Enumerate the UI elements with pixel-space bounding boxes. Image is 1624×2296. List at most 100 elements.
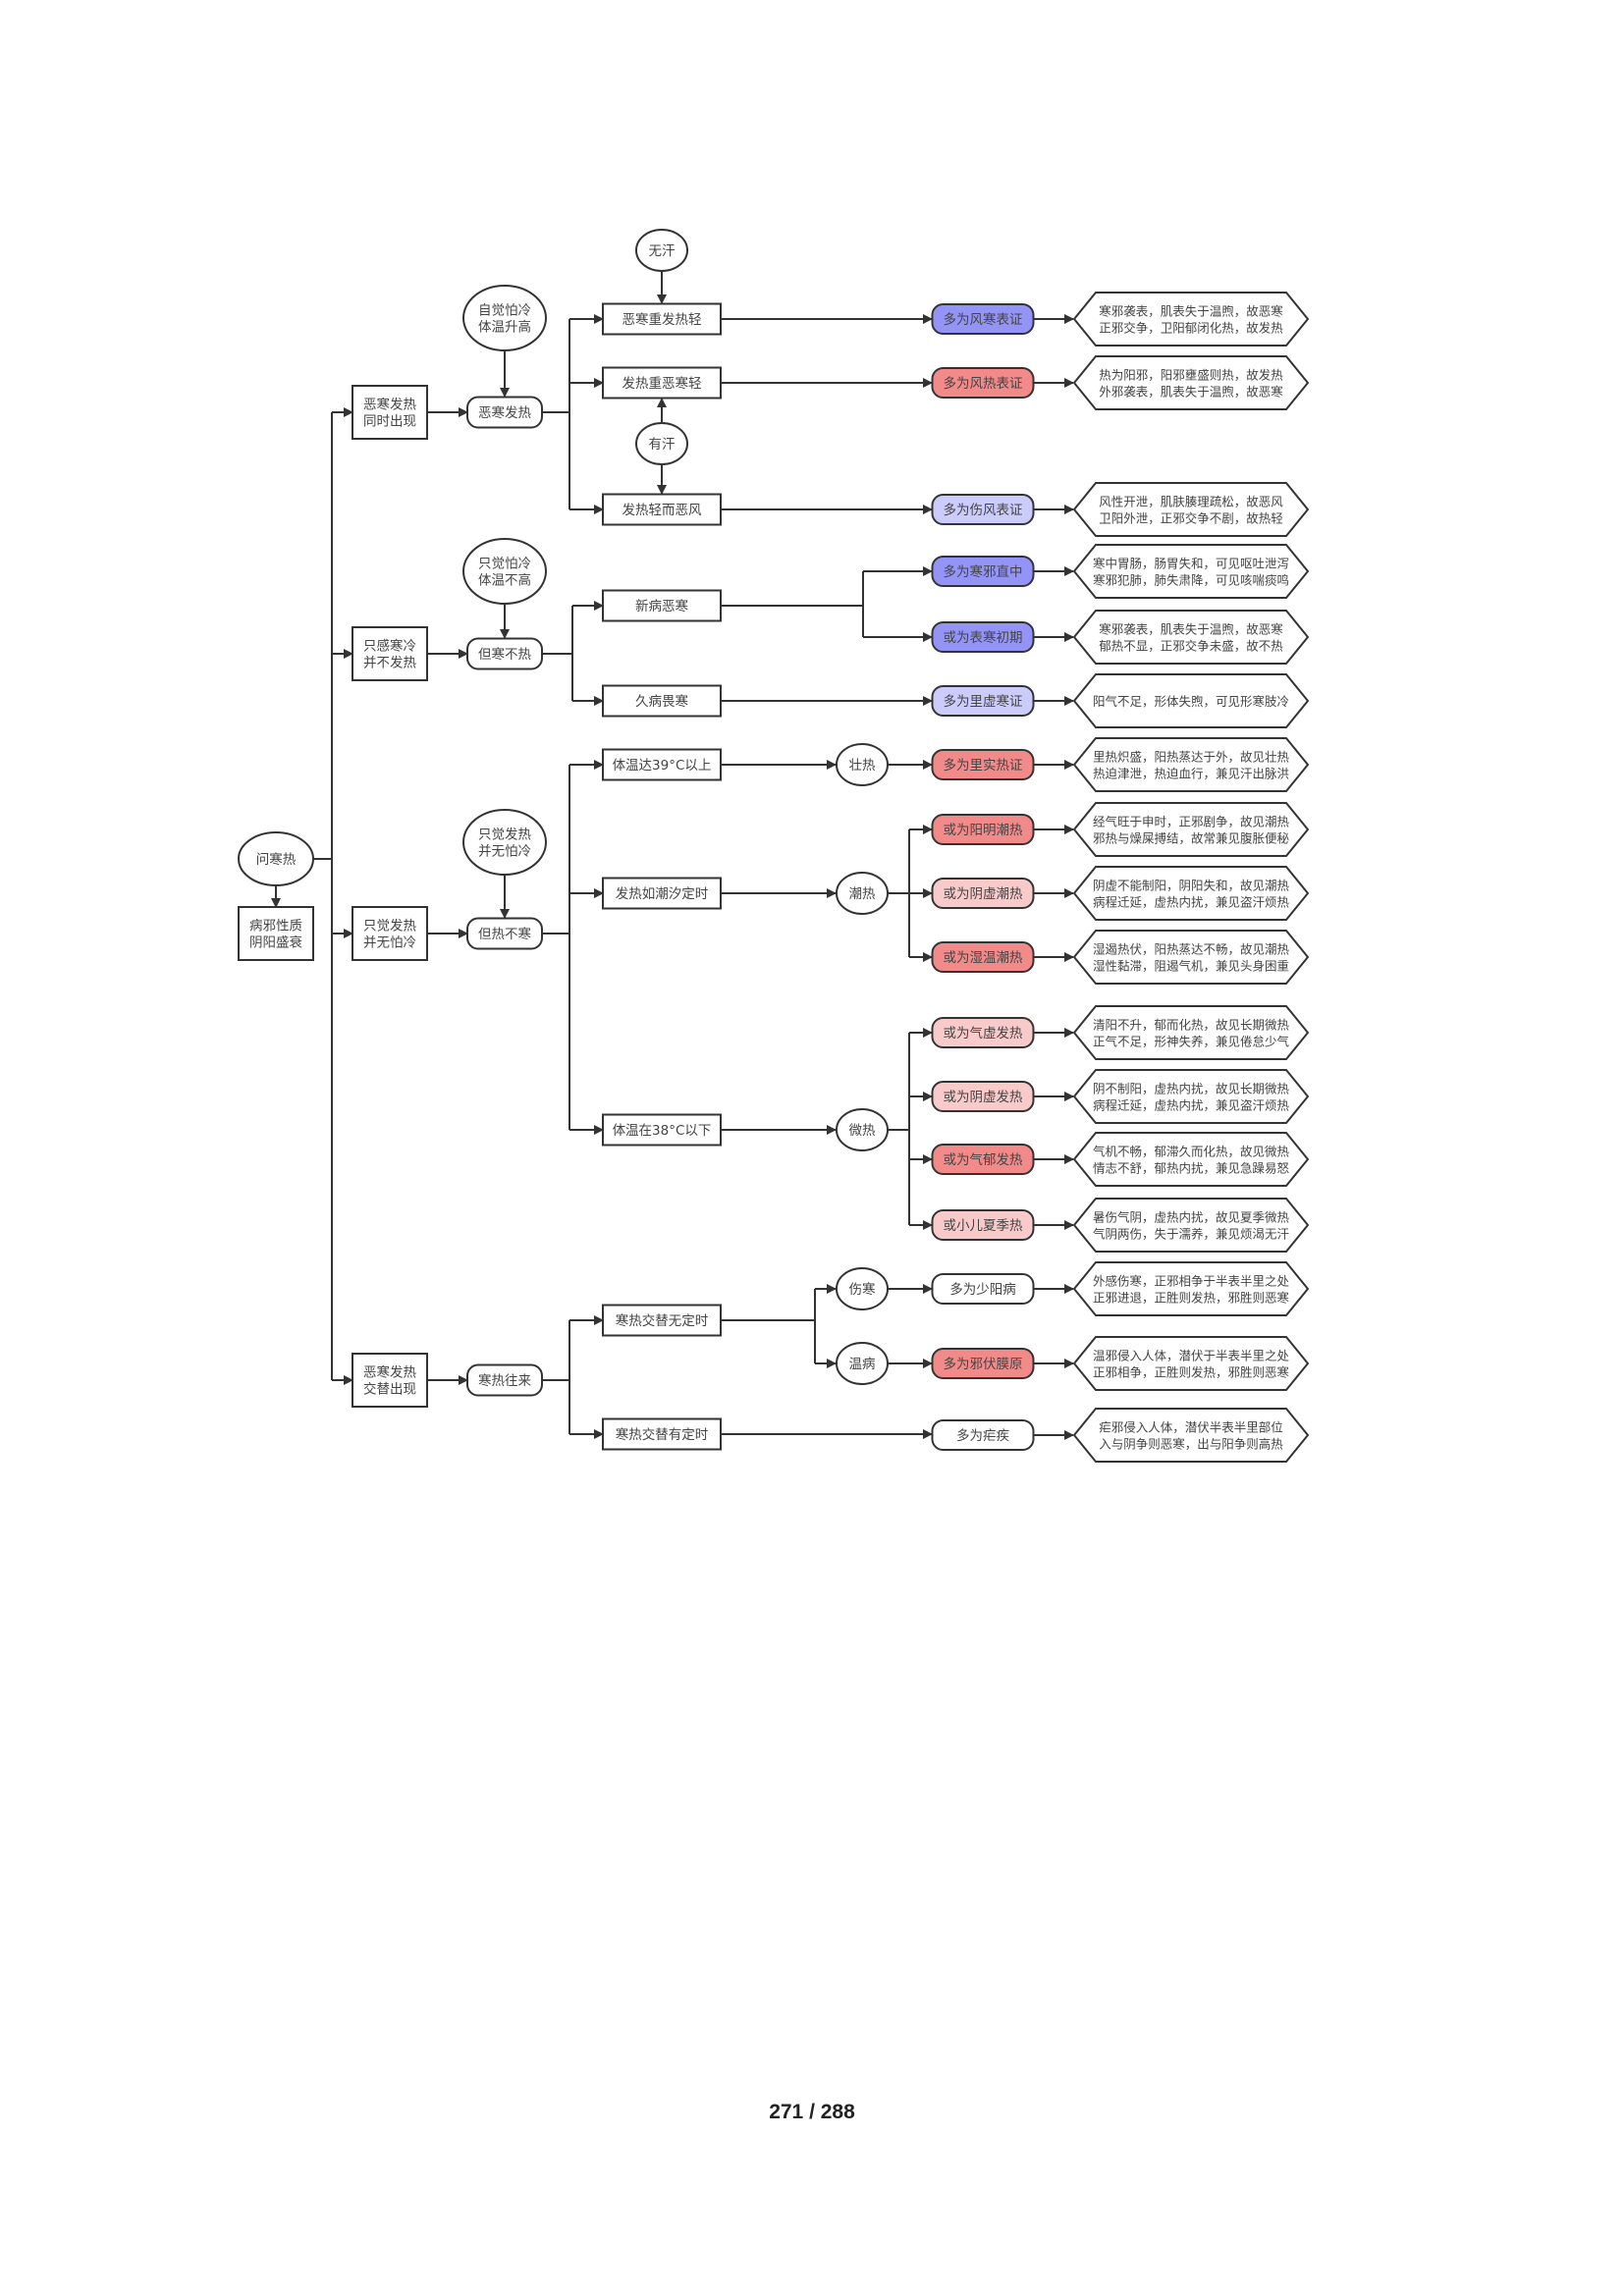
node-label: 有汗 (649, 437, 676, 453)
node-label: 阴阳盛衰 (249, 934, 302, 951)
pill-shape (931, 749, 1035, 780)
pill-shape (466, 1363, 543, 1397)
node-label: 阴不制阳，虚热内扰，故见长期微热 (1093, 1082, 1290, 1096)
rounded-node-d13: 或为气郁发热 (931, 1144, 1035, 1175)
node-label: 郁热不显，正邪交争未盛，故不热 (1099, 639, 1283, 654)
node-label: 阴虚不能制阳，阴阳失和，故见潮热 (1093, 879, 1290, 893)
node-label: 恶寒发热 (478, 404, 531, 421)
node-label: 多为里实热证 (944, 757, 1023, 774)
ellipse-node-o2: 潮热 (836, 872, 889, 915)
node-label: 或为阴虚发热 (944, 1090, 1023, 1105)
rect-shape (602, 589, 722, 622)
node-label: 卫阳外泄，正邪交争不剧，故热轻 (1099, 511, 1283, 526)
node-label: 或为阳明潮热 (944, 823, 1023, 838)
node-label: 温邪侵入人体，潜伏于半表半里之处 (1093, 1349, 1290, 1363)
node-label: 只觉发热 (478, 828, 531, 843)
node-label: 多为疟疾 (956, 1427, 1009, 1444)
node-label: 寒热交替有定时 (616, 1426, 709, 1443)
rounded-node-d14: 或小儿夏季热 (931, 1209, 1035, 1241)
rect-shape (352, 626, 428, 681)
node-label: 发热如潮汐定时 (616, 886, 709, 902)
node-label: 湿遏热伏，阳热蒸达不畅，故见潮热 (1093, 942, 1290, 957)
ellipse-node-o3: 微热 (836, 1108, 889, 1151)
node-label: 多为寒邪直中 (944, 563, 1023, 580)
node-label: 热为阳邪，阳邪壅盛则热，故发热 (1099, 368, 1283, 383)
hexagon-shape (1072, 1408, 1310, 1463)
rect-shape (602, 1417, 722, 1451)
node-label: 寒中胃肠，肠胃失和，可见呕吐泄泻 (1093, 557, 1289, 571)
node-label: 寒热交替无定时 (616, 1312, 709, 1329)
node-label: 正邪相争，正胜则发热，邪胜则恶寒 (1093, 1365, 1290, 1380)
node-label: 外感伤寒，正邪相争于半表半里之处 (1093, 1274, 1290, 1289)
box-node-r2: 发热重恶寒轻 (602, 366, 722, 400)
rounded-node-d12: 或为阴虚发热 (931, 1081, 1035, 1112)
node-label: 外邪袭表，肌表失于温煦，故恶寒 (1099, 385, 1283, 400)
explanation-node-h6: 阳气不足，形体失煦，可见形寒肢冷 (1072, 673, 1310, 728)
node-label: 寒邪袭表，肌表失于温煦，故恶寒 (1099, 622, 1283, 637)
node-label: 并不发热 (363, 656, 416, 671)
ellipse-shape (635, 422, 688, 465)
node-label: 久病畏寒 (635, 693, 688, 710)
hexagon-shape (1072, 1069, 1310, 1124)
pill-shape (466, 917, 543, 950)
node-label: 并无怕冷 (478, 844, 531, 860)
node-label: 寒邪袭表，肌表失于温煦，故恶寒 (1099, 304, 1283, 319)
node-label: 但热不寒 (478, 926, 531, 942)
hexagon-shape (1072, 673, 1310, 728)
node-label: 疟邪侵入人体，潜伏半表半里部位 (1099, 1420, 1283, 1435)
box-node-r7: 发热如潮汐定时 (602, 877, 722, 910)
ellipse-shape (836, 743, 889, 786)
rounded-node-d6: 多为里虚寒证 (931, 685, 1035, 717)
node-label: 伤寒 (849, 1281, 877, 1298)
hexagon-shape (1072, 292, 1310, 347)
rect-shape (602, 302, 722, 336)
node-label: 或为气郁发热 (944, 1152, 1023, 1168)
hexagon-shape (1072, 482, 1310, 537)
pill-shape (931, 878, 1035, 909)
node-label: 寒热往来 (478, 1372, 531, 1389)
pill-shape (931, 1348, 1035, 1379)
node-label: 并无怕冷 (363, 935, 416, 951)
node-label: 阳气不足，形体失煦，可见形寒肢冷 (1093, 694, 1289, 709)
node-label: 壮热 (849, 758, 877, 774)
pill-shape (931, 941, 1035, 973)
node-label: 体温不高 (478, 572, 531, 589)
ellipse-shape (462, 285, 547, 351)
rounded-node-d8: 或为阳明潮热 (931, 814, 1035, 845)
rect-shape (352, 906, 428, 961)
box-node-r5: 久病畏寒 (602, 684, 722, 718)
node-label: 正邪进退，正胜则发热，邪胜则恶寒 (1093, 1291, 1290, 1306)
rect-shape (602, 748, 722, 781)
pill-shape (931, 556, 1035, 587)
node-label: 发热轻而恶风 (623, 503, 702, 518)
node-label: 多为伤风表证 (944, 502, 1023, 518)
node-label: 风性开泄，肌肤腠理疏松，故恶风 (1099, 495, 1283, 509)
rounded-node-d16: 多为邪伏膜原 (931, 1348, 1035, 1379)
node-label: 多为邪伏膜原 (944, 1356, 1023, 1372)
node-label: 或小儿夏季热 (944, 1218, 1023, 1234)
box-node-r4: 新病恶寒 (602, 589, 722, 622)
rounded-node-p2: 但寒不热 (466, 637, 543, 670)
node-label: 体温达39°C以上 (613, 758, 712, 774)
rounded-node-p1: 恶寒发热 (466, 396, 543, 429)
pill-shape (931, 303, 1035, 335)
node-label: 发热重恶寒轻 (623, 375, 702, 392)
node-label: 或为湿温潮热 (944, 950, 1023, 966)
node-label: 问寒热 (256, 851, 297, 868)
node-label: 气机不畅，郁滞久而化热，故见微热 (1093, 1145, 1290, 1159)
pill-shape (931, 1081, 1035, 1112)
node-label: 热迫津泄，热迫血行，兼见汗出脉洪 (1093, 767, 1289, 781)
ellipse-shape (836, 1108, 889, 1151)
node-label: 情志不舒，郁热内扰，兼见急躁易怒 (1093, 1161, 1290, 1176)
rect-shape (602, 1113, 722, 1147)
